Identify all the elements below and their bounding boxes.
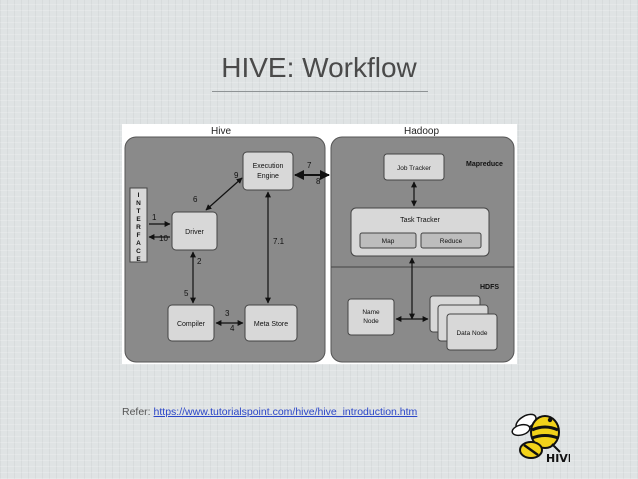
interface-box	[129, 187, 148, 263]
interface-letter: A	[136, 240, 141, 247]
step-label: 10	[159, 234, 168, 243]
step-label: 7.1	[273, 237, 285, 246]
hive-arrows	[148, 177, 271, 326]
interface-letter: R	[136, 224, 141, 231]
interface-letter: E	[136, 216, 141, 223]
execution-engine-label: Execution	[253, 163, 284, 170]
reference-link[interactable]: https://www.tutorialspoint.com/hive/hive…	[153, 406, 418, 418]
reference-line: Refer: https://www.tutorialspoint.com/hi…	[122, 406, 417, 418]
interface-letter: E	[136, 256, 141, 263]
reduce-box	[420, 232, 482, 249]
refer-label: Refer:	[122, 406, 151, 418]
interface-letter: F	[137, 232, 141, 239]
arrow-driver-to-engine	[205, 177, 243, 211]
hadoop-arrows	[294, 170, 429, 322]
job-tracker-box	[383, 153, 445, 181]
mapreduce-label: Mapreduce	[466, 161, 503, 168]
compiler-box	[167, 304, 215, 342]
driver-label: Driver	[185, 229, 204, 236]
name-node-box	[347, 298, 395, 336]
map-box	[359, 232, 417, 249]
compiler-label: Compiler	[177, 321, 206, 328]
step-label: 5	[184, 289, 189, 298]
hive-panel-label: Hive	[211, 126, 231, 137]
data-node-label: Data Node	[456, 330, 487, 337]
meta-store-box	[244, 304, 298, 342]
driver-box	[171, 211, 218, 251]
step-labels: 1 10 6 9 2 5 3 4 7.1 7 8	[152, 161, 321, 333]
interface-letters: I N T E R F A C E	[136, 192, 141, 263]
name-node-label: Name	[362, 309, 380, 316]
execution-engine-box	[242, 151, 294, 191]
step-label: 1	[152, 213, 157, 222]
step-label: 2	[197, 257, 202, 266]
name-node-label: Node	[363, 318, 379, 325]
meta-store-label: Meta Store	[254, 321, 288, 328]
hdfs-label: HDFS	[480, 284, 499, 291]
step-label: 6	[193, 195, 198, 204]
step-label: 8	[316, 177, 321, 186]
interface-letter: T	[137, 208, 141, 215]
interface-letter: C	[136, 248, 141, 255]
map-label: Map	[382, 238, 395, 245]
job-tracker-label: Job Tracker	[397, 165, 432, 172]
step-label: 3	[225, 309, 230, 318]
title-underline	[212, 91, 428, 92]
data-node-box	[446, 313, 498, 351]
task-tracker-box	[350, 207, 490, 257]
hive-logo: HIVE	[511, 413, 570, 465]
logo-text: HIVE	[546, 452, 570, 465]
step-label: 9	[234, 171, 239, 180]
slide-title: HIVE: Workflow	[221, 52, 417, 83]
hadoop-panel-label: Hadoop	[404, 126, 439, 137]
hive-workflow-diagram: Hive I N T E R F A C E Driver Execution …	[122, 124, 517, 364]
interface-letter: I	[138, 192, 140, 199]
execution-engine-label: Engine	[257, 173, 279, 180]
interface-letter: N	[136, 200, 141, 207]
step-label: 7	[307, 161, 312, 170]
reduce-label: Reduce	[440, 238, 463, 245]
task-tracker-label: Task Tracker	[400, 217, 440, 224]
step-label: 4	[230, 324, 235, 333]
